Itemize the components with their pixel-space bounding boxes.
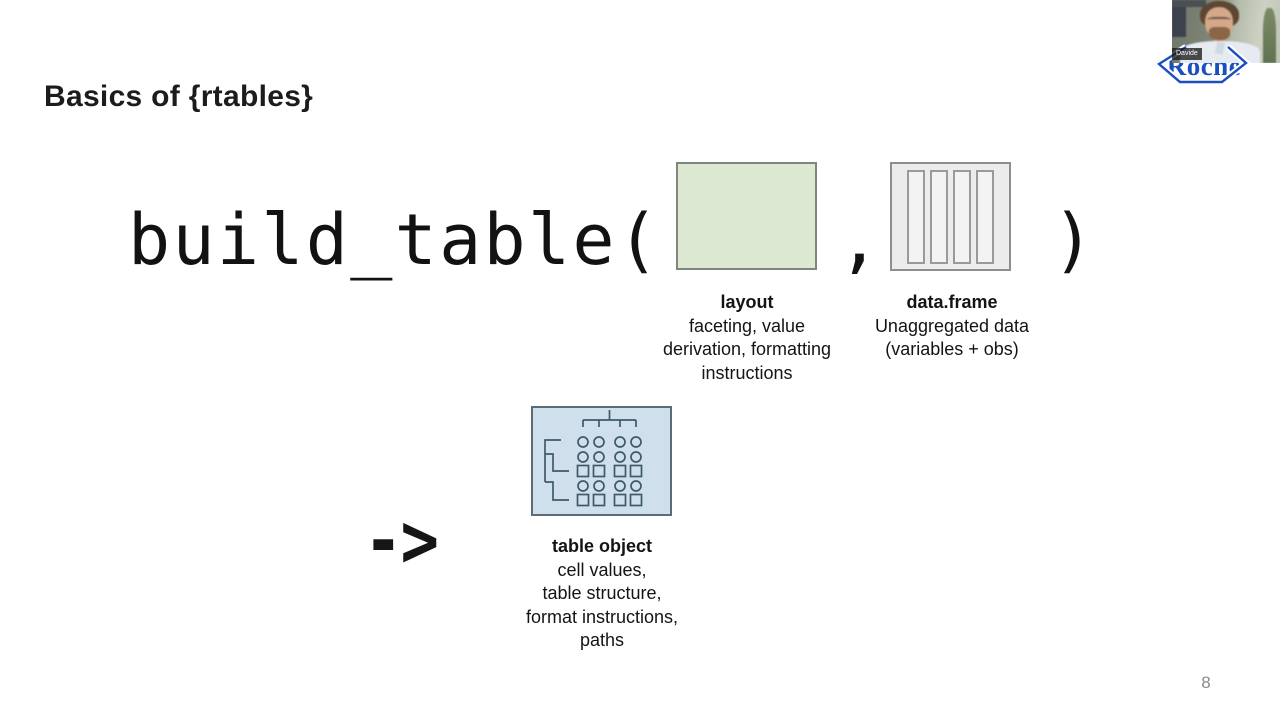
table-object-caption-line: cell values,	[557, 559, 647, 580]
person-neck	[1214, 36, 1226, 44]
dataframe-column-bar	[930, 170, 948, 264]
dataframe-caption-title: data.frame	[906, 292, 998, 312]
table-object-caption-line: table structure,	[542, 583, 662, 603]
code-comma: ,	[838, 199, 883, 281]
code-close-paren: )	[1052, 199, 1097, 281]
layout-placeholder-icon	[676, 162, 817, 270]
layout-caption-title: layout	[720, 292, 774, 312]
arrow-right-icon: ->	[364, 498, 439, 586]
dataframe-columns-icon	[890, 162, 1011, 271]
webcam-background-shadow	[1172, 0, 1206, 7]
dataframe-caption-line: (variables + obs)	[885, 339, 1019, 359]
dataframe-caption: data.frame Unaggregated data (variables …	[846, 291, 1058, 362]
layout-caption-line: derivation, formatting	[662, 339, 832, 359]
dataframe-column-bar	[976, 170, 994, 264]
table-object-icon	[531, 406, 672, 516]
table-object-caption-title: table object	[551, 536, 653, 556]
layout-caption: layout faceting, value derivation, forma…	[642, 291, 852, 385]
table-object-caption: table object cell values, table structur…	[494, 535, 710, 653]
page-number: 8	[1201, 673, 1211, 692]
layout-caption-line: instructions	[701, 362, 793, 383]
person-glasses	[1207, 17, 1231, 23]
layout-caption-line: faceting, value	[688, 315, 806, 336]
slide-title: Basics of {rtables}	[44, 80, 314, 113]
person-beard	[1209, 27, 1230, 40]
code-build-table-call: build_table(	[128, 199, 662, 281]
table-object-caption-line: format instructions,	[525, 606, 679, 627]
webcam-background-plant	[1263, 8, 1276, 63]
roche-logo-hexagon-icon	[1153, 44, 1252, 86]
webcam-background-monitor	[1172, 0, 1186, 37]
dataframe-column-bar	[907, 170, 925, 264]
table-object-caption-line: paths	[579, 630, 625, 650]
dataframe-column-bar	[953, 170, 971, 264]
dataframe-caption-line: Unaggregated data	[874, 315, 1030, 336]
table-object-structure-drawing	[544, 410, 643, 507]
